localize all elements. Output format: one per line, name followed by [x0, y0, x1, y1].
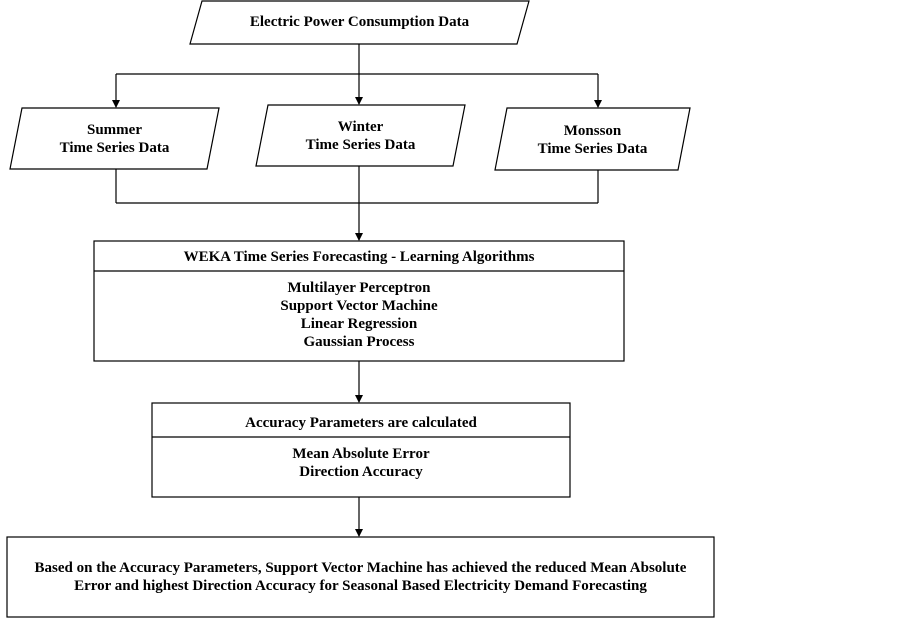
summer-data-shape: [9, 107, 220, 170]
weka-algorithm-list: Multilayer Perceptron Support Vector Mac…: [94, 279, 624, 351]
source-data-shape: [189, 0, 530, 45]
accuracy-box: [151, 402, 571, 498]
monsoon-label-line1: Monsson: [563, 123, 622, 139]
summer-label-line1: Summer: [87, 122, 142, 138]
accuracy-header: Accuracy Parameters are calculated: [245, 415, 477, 431]
algorithm-item: Support Vector Machine: [280, 298, 438, 314]
algorithm-item: Multilayer Perceptron: [287, 280, 431, 296]
summer-label: Summer Time Series Data: [10, 121, 219, 157]
monsoon-label-line2: Time Series Data: [537, 141, 648, 157]
algorithm-item: Gaussian Process: [303, 334, 415, 350]
monsoon-label: Monsson Time Series Data: [495, 122, 690, 158]
winter-label-line2: Time Series Data: [305, 137, 416, 153]
source-label: Electric Power Consumption Data: [249, 14, 470, 30]
algorithm-item: Linear Regression: [300, 316, 418, 332]
winter-data-shape: [255, 104, 466, 167]
monsoon-data-shape: [494, 107, 691, 171]
weka-header: WEKA Time Series Forecasting - Learning …: [183, 249, 535, 265]
metric-item: Mean Absolute Error: [292, 446, 430, 462]
conclusion-line2: Error and highest Direction Accuracy for…: [74, 578, 647, 594]
conclusion-line1: Based on the Accuracy Parameters, Suppor…: [34, 560, 687, 576]
metric-item: Direction Accuracy: [299, 464, 423, 480]
conclusion-box: [6, 536, 715, 618]
winter-label: Winter Time Series Data: [256, 118, 465, 154]
conclusion-text: Based on the Accuracy Parameters, Suppor…: [7, 559, 714, 595]
winter-label-line1: Winter: [337, 119, 384, 135]
summer-label-line2: Time Series Data: [59, 140, 170, 156]
accuracy-metric-list: Mean Absolute Error Direction Accuracy: [152, 445, 570, 481]
weka-box: [93, 240, 625, 362]
